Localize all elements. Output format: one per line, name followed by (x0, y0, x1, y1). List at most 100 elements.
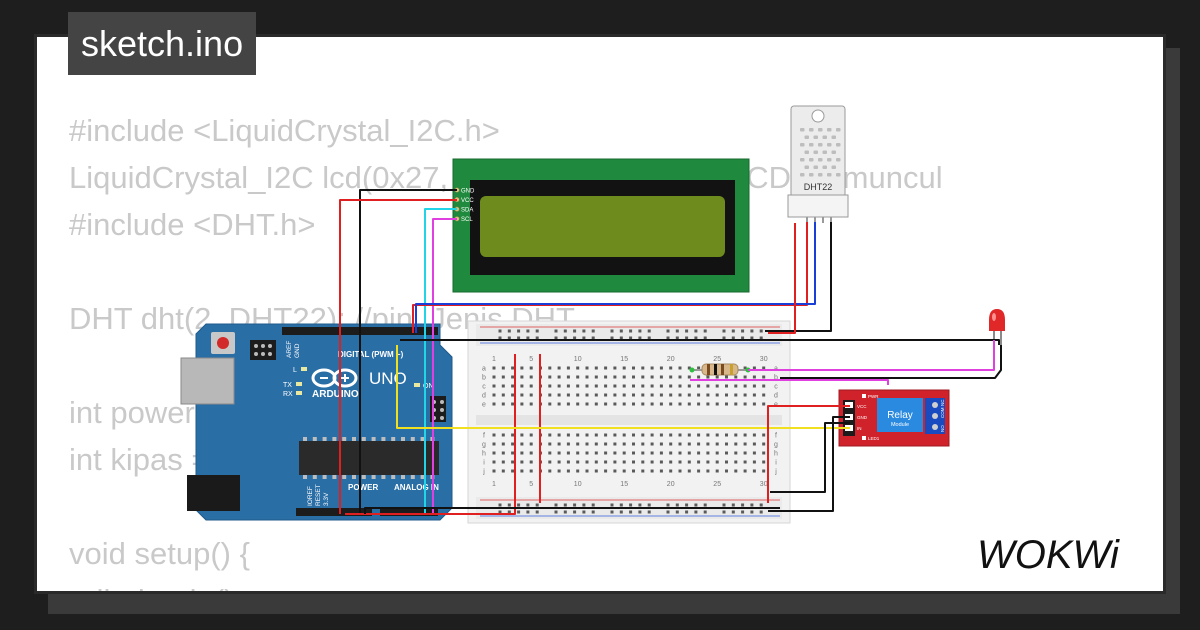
breadboard-rail-holes (498, 329, 763, 514)
breadboard-column-number: 30 (760, 356, 768, 363)
wokwi-logo-text: WOKWi (977, 533, 1120, 577)
dht22-label: DHT22 (804, 182, 833, 192)
breadboard-row-letter: i (483, 460, 485, 467)
wire-arduino-gnd-bottom (364, 507, 780, 514)
breadboard-column-number: 30 (760, 481, 768, 488)
breadboard-row-letter: a (482, 366, 486, 373)
wire-lcd-vcc (339, 199, 457, 514)
resistor (689, 363, 751, 376)
breadboard-column-number: 1 (492, 356, 496, 363)
breadboard-row-letter: e (482, 402, 486, 409)
red-led (989, 309, 1005, 345)
power-label: POWER (348, 483, 378, 492)
wire-dht-gnd (765, 222, 832, 332)
lcd-pin-label: SCL (461, 217, 473, 223)
code-line: dht.begin(); (69, 577, 943, 591)
relay-led-label: LED1 (868, 436, 880, 441)
relay-pin-gnd: GND (857, 415, 868, 420)
dht22-sensor: DHT22 (787, 105, 849, 223)
breadboard-column-number: 20 (667, 481, 675, 488)
reset-label: RESET (315, 484, 322, 506)
relay-pin-vcc: VCC (857, 404, 867, 409)
breadboard-holes (492, 366, 766, 473)
relay-subtitle: Module (891, 422, 909, 428)
breadboard-column-number: 10 (574, 356, 582, 363)
breadboard-column-number: 1 (492, 481, 496, 488)
breadboard-column-number: 15 (620, 356, 628, 363)
power-jack (187, 475, 240, 511)
breadboard-column-number: 5 (529, 481, 533, 488)
relay-pin-no: NO (940, 425, 945, 432)
arduino-logo-icon (311, 368, 358, 388)
breadboard-row-letter: b (482, 375, 486, 382)
relay-title: Relay (887, 410, 913, 421)
wire-relay-gnd2 (770, 422, 850, 493)
tx-label: TX (283, 382, 292, 389)
wire-rail-vcc-top (768, 223, 796, 334)
relay-pin-nc: NC (940, 399, 945, 406)
breadboard-row-letter: g (774, 442, 778, 449)
relay-module: Relay Module PWR LED1 VCC GND IN NO COM … (838, 389, 950, 447)
atmega-chip (299, 441, 439, 475)
code-line: void setup() { (69, 536, 250, 571)
wire-lcd-sda (424, 208, 457, 514)
digital-header-label: DIGITAL (PWM ~) (338, 350, 404, 359)
relay-pwr-label: PWR (868, 394, 879, 399)
3v3-label: 3.3V (323, 492, 330, 506)
arduino-uno: DIGITAL (PWM ~) UNO ARDUINO L TX RX ON P… (180, 323, 453, 521)
rx-label: RX (283, 391, 293, 398)
breadboard-row-letter: h (482, 451, 486, 458)
wire-relay-signal (690, 379, 889, 385)
relay-pin-com: COM (940, 407, 945, 418)
led-l-label: L (293, 367, 297, 374)
breadboard-row-letter: c (482, 384, 486, 391)
breadboard-row-letter: j (774, 469, 777, 476)
breadboard-column-number: 10 (574, 481, 582, 488)
lcd-pin-label: GND (461, 188, 475, 194)
wire-dht-data (415, 222, 816, 333)
wire-relay-in (396, 345, 850, 429)
code-line: #include <LiquidCrystal_I2C.h> (69, 113, 500, 148)
wire-lcd-scl (432, 218, 457, 514)
file-title-tab: sketch.ino (68, 12, 257, 75)
breadboard-row-letter: b (774, 375, 778, 382)
breadboard-row-letter: g (482, 442, 486, 449)
wires (339, 189, 1002, 515)
wire-relay-vcc (767, 405, 850, 503)
breadboard-column-number: 5 (529, 356, 533, 363)
lcd-pin-label: SDA (461, 208, 473, 214)
uno-label: UNO (369, 369, 407, 388)
power-header (296, 508, 372, 516)
usb-port (180, 357, 235, 405)
ioref-label: IOREF (307, 486, 314, 506)
breadboard-row-letter: d (774, 393, 778, 400)
icsp-header (250, 340, 276, 360)
breadboard-row-letter: c (774, 384, 778, 391)
breadboard-column-number: 20 (667, 356, 675, 363)
breadboard-row-letter: f (483, 433, 485, 440)
code-line: #include <DHT.h> (69, 207, 316, 242)
analog-header (380, 508, 438, 516)
breadboard-row-letter: i (775, 460, 777, 467)
breadboard-column-number: 25 (713, 356, 721, 363)
on-label: ON (423, 383, 434, 390)
wire-relay-gnd (768, 416, 850, 512)
arduino-brand: ARDUINO (312, 389, 359, 400)
gnd-label: GND (294, 343, 301, 358)
wire-resistor-led (748, 340, 995, 371)
aref-label: AREF (286, 341, 293, 358)
wire-lcd-gnd (359, 189, 457, 514)
breadboard-row-letter: j (482, 469, 485, 476)
breadboard-column-number: 25 (713, 481, 721, 488)
wokwi-logo: WOKWi (977, 533, 1120, 577)
relay-pin-in: IN (857, 426, 862, 431)
wire-led-cathode (780, 345, 1002, 379)
breadboard-row-letter: f (775, 433, 777, 440)
breadboard-column-number: 15 (620, 481, 628, 488)
